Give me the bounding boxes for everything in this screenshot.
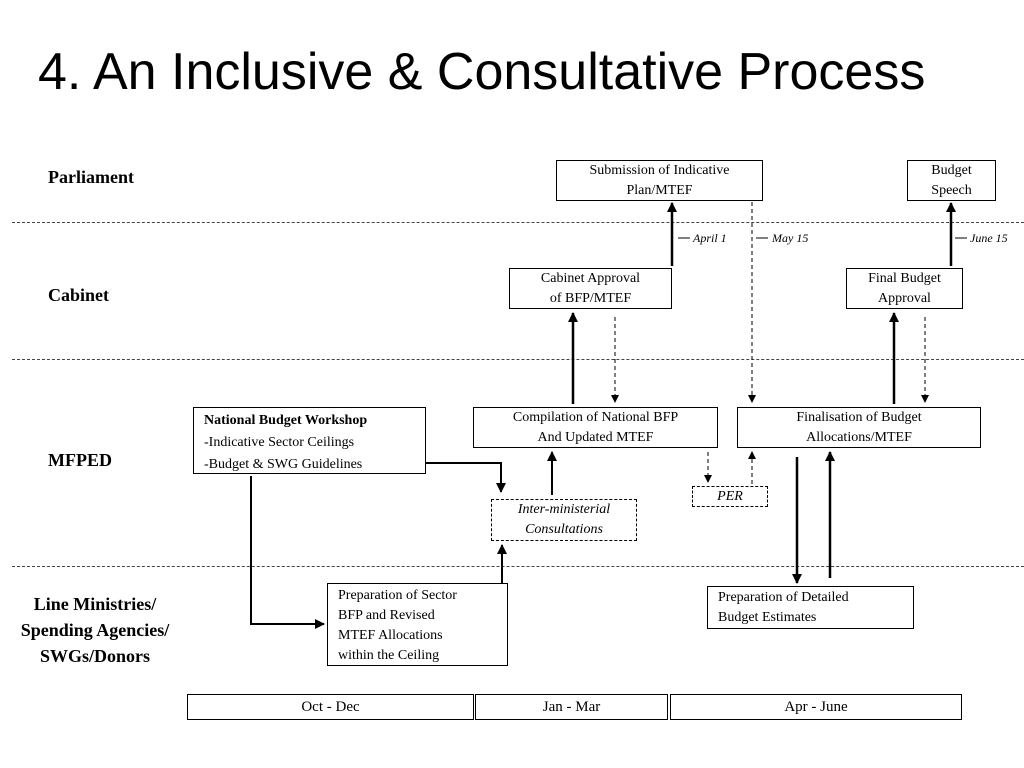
box-final-budget-approval: Final Budget Approval bbox=[846, 268, 963, 309]
date-june-15: June 15 bbox=[970, 231, 1008, 245]
box-line: Submission of Indicative bbox=[589, 162, 730, 178]
box-line: PER bbox=[717, 488, 743, 504]
lane-label-parliament: Parliament bbox=[48, 167, 134, 187]
box-preparation-sector-bfp: Preparation of Sector BFP and Revised MT… bbox=[327, 583, 508, 666]
lane-label-cabinet: Cabinet bbox=[48, 285, 110, 305]
box-line: Finalisation of Budget bbox=[796, 409, 922, 425]
box-line: Approval bbox=[878, 290, 931, 306]
lane-divider-2 bbox=[12, 359, 1024, 360]
box-line: Preparation of Sector bbox=[338, 588, 457, 603]
box-line: Consultations bbox=[525, 522, 603, 537]
date-may-15: May 15 bbox=[772, 231, 809, 245]
box-line: Speech bbox=[931, 182, 972, 198]
box-line: Compilation of National BFP bbox=[512, 409, 679, 425]
box-line: Budget Estimates bbox=[718, 609, 817, 625]
date-april-1: April 1 bbox=[693, 231, 727, 245]
box-line: Preparation of Detailed bbox=[718, 589, 849, 605]
page-title: 4. An Inclusive & Consultative Process bbox=[38, 43, 926, 101]
box-line: Inter-ministerial bbox=[517, 502, 611, 517]
box-line: Budget bbox=[931, 162, 972, 178]
box-heading: National Budget Workshop bbox=[204, 413, 368, 428]
box-line: -Budget & SWG Guidelines bbox=[204, 457, 363, 472]
box-line: -Indicative Sector Ceilings bbox=[204, 435, 355, 450]
lane-label-line-ministries: Line Ministries/ Spending Agencies/ SWGs… bbox=[0, 591, 190, 669]
arrow-workshop-to-consultations bbox=[426, 462, 506, 493]
lane-label-line-1: Line Ministries/ bbox=[33, 594, 157, 614]
period-oct-dec: Oct - Dec bbox=[187, 694, 474, 720]
box-cabinet-approval: Cabinet Approval of BFP/MTEF bbox=[509, 268, 672, 309]
box-compilation-national-bfp: Compilation of National BFP And Updated … bbox=[473, 407, 718, 448]
box-preparation-detailed-estimates: Preparation of Detailed Budget Estimates bbox=[707, 586, 914, 629]
box-national-budget-workshop: National Budget Workshop -Indicative Sec… bbox=[193, 407, 426, 474]
period-apr-june: Apr - June bbox=[670, 694, 962, 720]
box-line: of BFP/MTEF bbox=[549, 290, 632, 306]
arrow-workshop-to-sector bbox=[250, 476, 325, 629]
box-per: PER bbox=[692, 486, 768, 507]
box-line: Cabinet Approval bbox=[540, 270, 641, 286]
lane-label-line-3: SWGs/Donors bbox=[39, 646, 151, 666]
box-submission-indicative-plan: Submission of Indicative Plan/MTEF bbox=[556, 160, 763, 201]
box-line: Plan/MTEF bbox=[626, 182, 693, 198]
lane-divider-3 bbox=[12, 566, 1024, 567]
box-line: MTEF Allocations bbox=[338, 628, 443, 643]
lane-label-mfped: MFPED bbox=[48, 450, 112, 470]
box-budget-speech: Budget Speech bbox=[907, 160, 996, 201]
lane-label-line-2: Spending Agencies/ bbox=[20, 620, 170, 640]
box-line: within the Ceiling bbox=[338, 648, 440, 663]
box-line: Allocations/MTEF bbox=[806, 429, 912, 445]
box-line: Final Budget bbox=[868, 270, 941, 286]
box-line: And Updated MTEF bbox=[537, 429, 654, 445]
box-inter-ministerial-consultations: Inter-ministerial Consultations bbox=[491, 499, 637, 541]
period-jan-mar: Jan - Mar bbox=[475, 694, 668, 720]
box-line: BFP and Revised bbox=[338, 608, 435, 623]
lane-divider-1 bbox=[12, 222, 1024, 223]
box-finalisation-budget-allocations: Finalisation of Budget Allocations/MTEF bbox=[737, 407, 981, 448]
